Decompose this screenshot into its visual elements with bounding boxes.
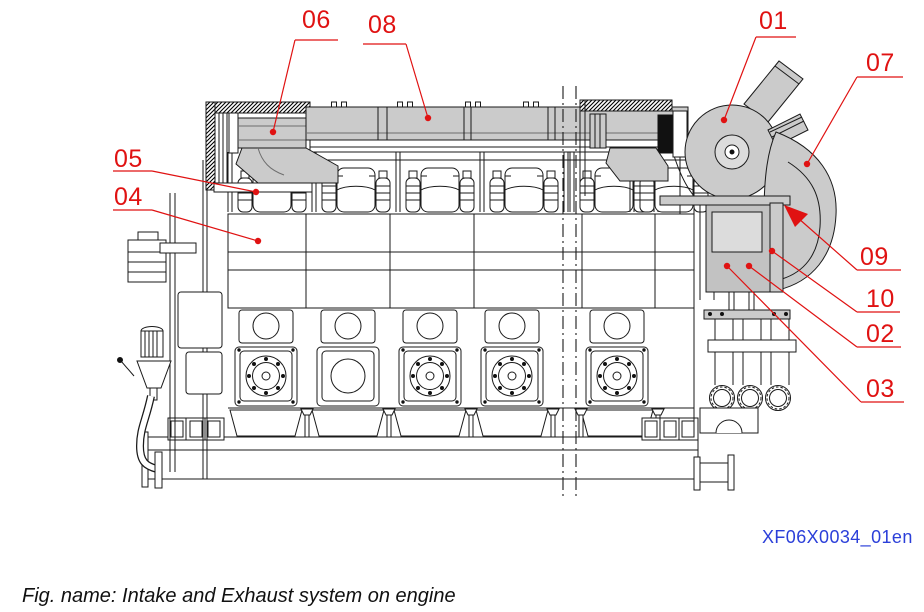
callout-leader-lines [113, 36, 904, 403]
exhaust-pipes [699, 319, 797, 434]
callout-label-08: 08 [368, 11, 397, 39]
callout-label-03: 03 [866, 375, 895, 403]
callout-label-10: 10 [866, 285, 895, 313]
callout-label-01: 01 [759, 7, 788, 35]
callout-label-09: 09 [860, 243, 889, 271]
callout-label-06: 06 [302, 6, 331, 34]
callout-label-05: 05 [114, 145, 143, 173]
base-frame [141, 417, 735, 491]
figure-caption: Fig. name: Intake and Exhaust system on … [22, 585, 456, 607]
callout-09-arrowhead [784, 205, 808, 227]
front-end-accessories [117, 160, 223, 489]
engine-block [227, 146, 719, 438]
turbocharger [684, 60, 837, 291]
callout-label-07: 07 [866, 49, 895, 77]
callout-label-02: 02 [866, 320, 895, 348]
drawing-code: XF06X0034_01en [762, 527, 913, 547]
callout-label-04: 04 [114, 183, 143, 211]
charge-air-duct [305, 99, 689, 196]
